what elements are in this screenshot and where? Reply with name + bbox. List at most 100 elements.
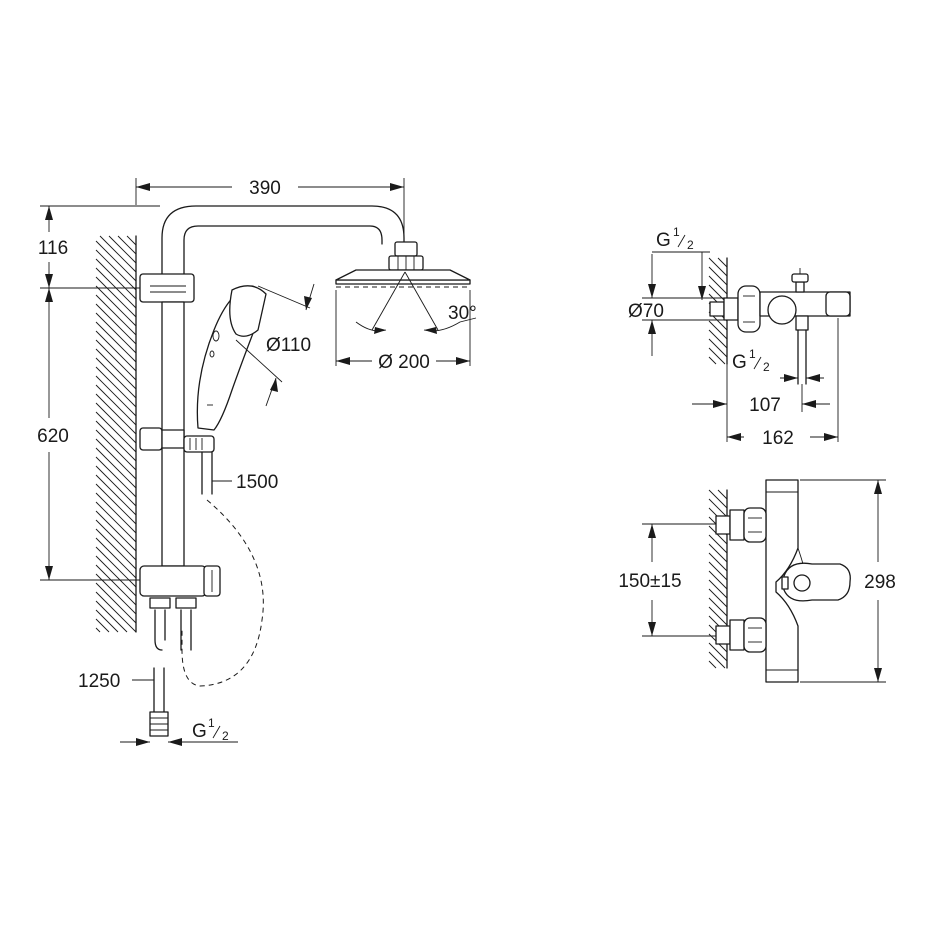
hatch-line: [95, 348, 137, 390]
hatch-line: [95, 591, 137, 633]
thread-num-left: 1: [208, 716, 215, 730]
hatch-line: [95, 492, 137, 534]
hatch-line: [95, 366, 137, 408]
hatch-line: [708, 257, 728, 277]
hatch-line: [708, 606, 728, 626]
hatch-line: [708, 651, 726, 669]
hatch-line: [95, 609, 119, 633]
hatch-line: [95, 546, 137, 588]
hand-shower-label: Ø110: [266, 335, 311, 356]
hatch-line: [126, 235, 137, 246]
hatch-line: [95, 555, 137, 597]
hatch-line: [95, 519, 137, 561]
hatch-line: [95, 339, 137, 381]
hatch-line: [95, 357, 137, 399]
hatch-line: [708, 570, 728, 590]
spacing-label: 150±15: [618, 571, 681, 592]
dim-hose-bottom: 1250: [78, 671, 154, 692]
thread-base-bottom: G: [732, 352, 747, 373]
hatch-line: [95, 249, 137, 291]
hatch-line: [95, 627, 101, 633]
hatch-line: [708, 329, 728, 349]
hatch-line: [95, 600, 128, 633]
head-shower-label: Ø 200: [378, 352, 430, 373]
shower-system: 390 116 620 Ø110: [37, 178, 477, 746]
swivel-joint: [388, 241, 424, 271]
thread-num-bottom: 1: [749, 347, 756, 361]
dim-thread-top: G 1 2: [652, 225, 710, 300]
hatch-line: [95, 447, 137, 489]
dim-thread-bottom: G 1 2: [732, 347, 824, 382]
hatch-line: [708, 498, 728, 518]
hatch-line: [708, 597, 728, 617]
dim-hose: 1500: [212, 472, 278, 493]
hatch-line: [95, 474, 137, 516]
mixer-front-view: 150±15 298: [618, 479, 896, 683]
thread-den-left: 2: [222, 729, 229, 743]
hatch-line: [95, 456, 137, 498]
hatch-line: [708, 347, 726, 365]
hatch-line: [95, 294, 137, 336]
hatch-line: [95, 438, 137, 480]
thread-den-bottom: 2: [763, 360, 770, 374]
hatch-line: [95, 618, 110, 633]
dim-width: 390: [135, 178, 405, 236]
dim-heights: 116 620: [37, 205, 160, 581]
width-label: 390: [249, 178, 281, 199]
flex-connector: [149, 667, 169, 737]
dim-thread-left: G 1 2: [120, 716, 238, 746]
dim-total-depth: 162: [727, 318, 839, 449]
hatch-line: [95, 483, 137, 525]
thread-num-top: 1: [673, 225, 680, 239]
dim-spacing: 150±15: [618, 523, 716, 637]
dim-depth: 107: [692, 364, 830, 442]
dim-head-shower: Ø 200: [335, 290, 471, 373]
hatch-line: [708, 642, 728, 662]
hatch-line: [708, 588, 728, 608]
hatch-line: [95, 375, 137, 417]
hatch-line: [95, 573, 137, 615]
hatch-line: [717, 489, 728, 500]
hatch-line: [95, 420, 137, 462]
shower-arm: [161, 205, 405, 275]
dim-angle: 30°: [355, 303, 477, 334]
hatch-line: [95, 321, 137, 363]
height-rail-label: 620: [37, 426, 69, 447]
hatch-line: [708, 266, 728, 286]
inlet-connectors: [149, 597, 197, 651]
height-top-label: 116: [38, 238, 68, 259]
hatch-line: [708, 561, 728, 581]
hatch-line: [95, 402, 137, 444]
hatch-line: [95, 528, 137, 570]
diameter-label: Ø70: [628, 301, 664, 322]
depth-label: 107: [749, 395, 781, 416]
hatch-line: [95, 582, 137, 624]
rail-holder-top: [139, 273, 195, 303]
height-label: 298: [864, 572, 896, 593]
hatch-line: [708, 534, 728, 554]
hose-label: 1500: [236, 472, 278, 493]
hatch-line: [95, 510, 137, 552]
dim-escutcheon: Ø70: [628, 254, 738, 356]
total-depth-label: 162: [762, 428, 794, 449]
head-shower: [335, 269, 471, 331]
dim-height: 298: [800, 479, 896, 683]
hatch-line: [95, 330, 137, 372]
hatch-line: [708, 338, 728, 358]
hatch-line: [708, 525, 728, 545]
hatch-line: [95, 258, 137, 300]
angle-label: 30°: [448, 303, 477, 324]
hatch-line: [95, 429, 137, 471]
shower-hose: [181, 451, 264, 687]
hatch-line: [708, 543, 728, 563]
hand-shower: [196, 285, 267, 431]
hatch-line: [708, 275, 728, 295]
hatch-line: [95, 393, 137, 435]
hatch-line: [95, 276, 137, 318]
hose-bottom-label: 1250: [78, 671, 120, 692]
thread-base-left: G: [192, 721, 207, 742]
hatch-line: [95, 240, 137, 282]
hatch-line: [95, 285, 137, 327]
mixer-side-view: G 1 2 Ø70 G 1 2: [628, 225, 851, 449]
